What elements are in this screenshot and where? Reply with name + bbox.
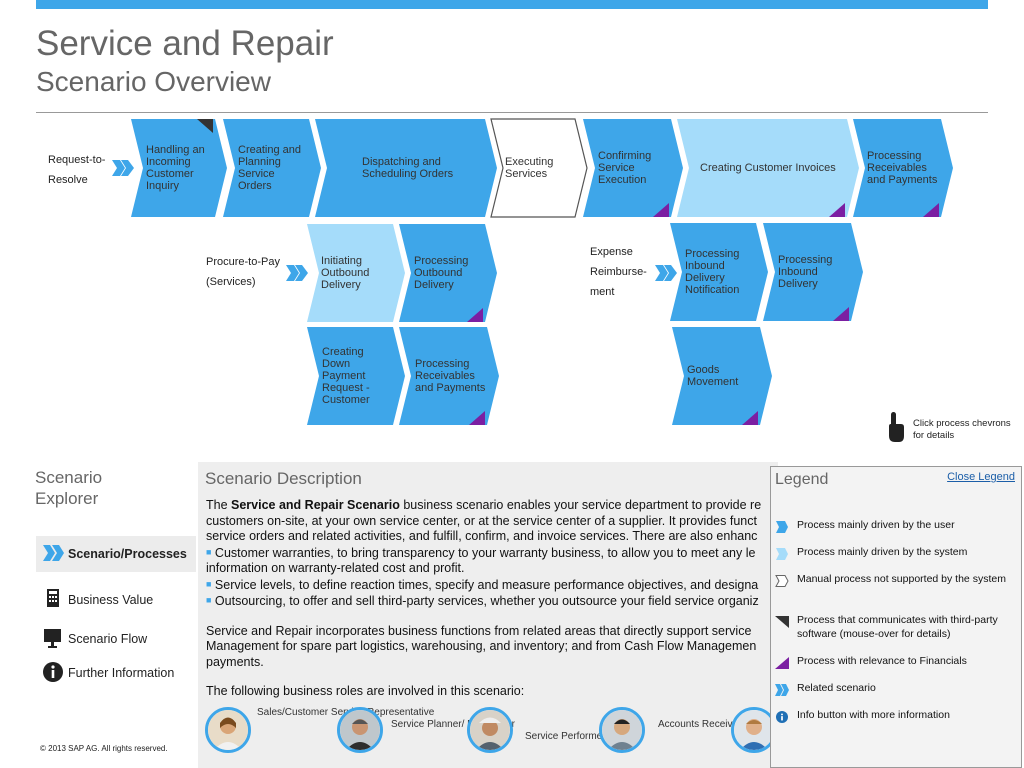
nav-scenario-processes[interactable]: Scenario/Processes: [36, 536, 196, 572]
page-subtitle: Scenario Overview: [36, 66, 271, 97]
chevron-processing-outbound[interactable]: [399, 224, 497, 322]
legend-title: Legend: [775, 471, 829, 488]
nav-label: Scenario/Processes: [68, 547, 187, 561]
user-process-swatch: [776, 521, 788, 533]
monitor-icon: [44, 629, 61, 648]
process-flow-diagram: [131, 118, 953, 425]
chevron-label: Creating and Planning Service Orders: [238, 144, 301, 192]
nav-further-information[interactable]: Further Information: [36, 655, 196, 691]
related-scenario-request-to-resolve[interactable]: Request-to-Resolve: [48, 154, 106, 186]
third-party-marker: [197, 119, 213, 133]
chevron-receivables-mid[interactable]: [399, 327, 499, 425]
info-icon: [43, 662, 63, 682]
hand-pointer-icon: [889, 412, 904, 442]
chevron-label: Processing Receivables and Payments: [415, 358, 486, 394]
scenario-description-text: The Service and Repair Scenario business…: [206, 498, 762, 698]
chevron-label: Creating Down Payment Request - Customer: [322, 346, 370, 406]
related-scenario-swatch: [775, 684, 789, 696]
chevron-label: Processing Inbound Delivery Notification: [685, 248, 740, 296]
related-scenario-icon: [655, 265, 677, 281]
chevron-inbound-delivery[interactable]: [763, 223, 863, 321]
chevron-invoices[interactable]: [677, 119, 859, 217]
avatar: [205, 707, 251, 753]
avatar: [467, 707, 513, 753]
nav-label: Business Value: [68, 593, 154, 607]
related-scenario-expense-reimbursement[interactable]: Expense Reimburse-ment: [590, 246, 647, 298]
page-title: Service and Repair: [36, 24, 334, 63]
calculator-icon: [47, 589, 59, 607]
chevron-creating-planning[interactable]: [223, 119, 321, 217]
chevron-label: Handling an Incoming Customer Inquiry: [146, 144, 205, 192]
click-chevron-hint: Click process chevrons for details: [913, 418, 1011, 441]
chevron-receivables-top[interactable]: [853, 119, 953, 217]
chevron-handling[interactable]: [131, 119, 227, 217]
finance-marker: [469, 411, 485, 425]
finance-marker: [829, 203, 845, 217]
system-process-swatch: [776, 548, 788, 560]
manual-process-swatch: [775, 575, 789, 587]
chevron-dispatching[interactable]: [315, 119, 497, 217]
close-legend-link[interactable]: Close Legend: [947, 471, 1015, 483]
legend-panel: Legend Close Legend Process mainly drive…: [770, 466, 1022, 768]
title-divider: [36, 112, 988, 113]
chevron-goods-movement[interactable]: [672, 327, 772, 425]
related-scenario-procure-to-pay[interactable]: Procure-to-Pay (Services): [206, 256, 280, 288]
chevron-executing[interactable]: [490, 118, 588, 218]
nav-scenario-flow[interactable]: Scenario Flow: [36, 621, 196, 657]
chevron-label: Processing Receivables and Payments: [867, 150, 938, 186]
finance-marker: [742, 411, 758, 425]
chevron-label: Goods Movement: [687, 364, 739, 388]
role-label: Service Planner/ Dispatcher: [391, 719, 515, 730]
top-accent-bar: [36, 0, 988, 9]
chevron-label: Confirming Service Execution: [598, 150, 652, 186]
nav-business-value[interactable]: Business Value: [36, 582, 196, 618]
chevron-label: Executing Services: [505, 156, 554, 180]
related-scenario-icon: [112, 160, 134, 176]
copyright: © 2013 SAP AG. All rights reserved.: [40, 744, 168, 753]
chevron-label: Initiating Outbound Delivery: [321, 255, 370, 291]
chevron-down-payment[interactable]: [307, 327, 405, 425]
chevron-confirming[interactable]: [583, 119, 683, 217]
nav-label: Scenario Flow: [68, 632, 148, 646]
finance-marker: [653, 203, 669, 217]
chevron-inbound-notification[interactable]: [670, 223, 768, 321]
finance-swatch: [775, 657, 789, 669]
related-scenario-icon: [286, 265, 308, 281]
chevron-label: Creating Customer Invoices: [700, 162, 836, 174]
chevron-label: Processing Inbound Delivery: [778, 254, 833, 290]
finance-marker: [833, 307, 849, 321]
avatar: [599, 707, 645, 753]
chevron-label: Processing Outbound Delivery: [414, 255, 469, 291]
role-label: Service Performer: [525, 731, 606, 742]
avatar: [731, 707, 777, 753]
scenario-explorer-title: Scenario Explorer: [35, 468, 103, 508]
info-swatch: [776, 711, 788, 723]
finance-marker: [467, 308, 483, 322]
chevron-initiating-outbound[interactable]: [307, 224, 405, 322]
avatar: [337, 707, 383, 753]
nav-label: Further Information: [68, 666, 175, 680]
scenario-description-title: Scenario Description: [205, 469, 362, 488]
chevron-label: Dispatching and Scheduling Orders: [362, 156, 454, 180]
finance-marker: [923, 203, 939, 217]
third-party-swatch: [775, 616, 789, 628]
chevron-icon: [43, 545, 64, 561]
